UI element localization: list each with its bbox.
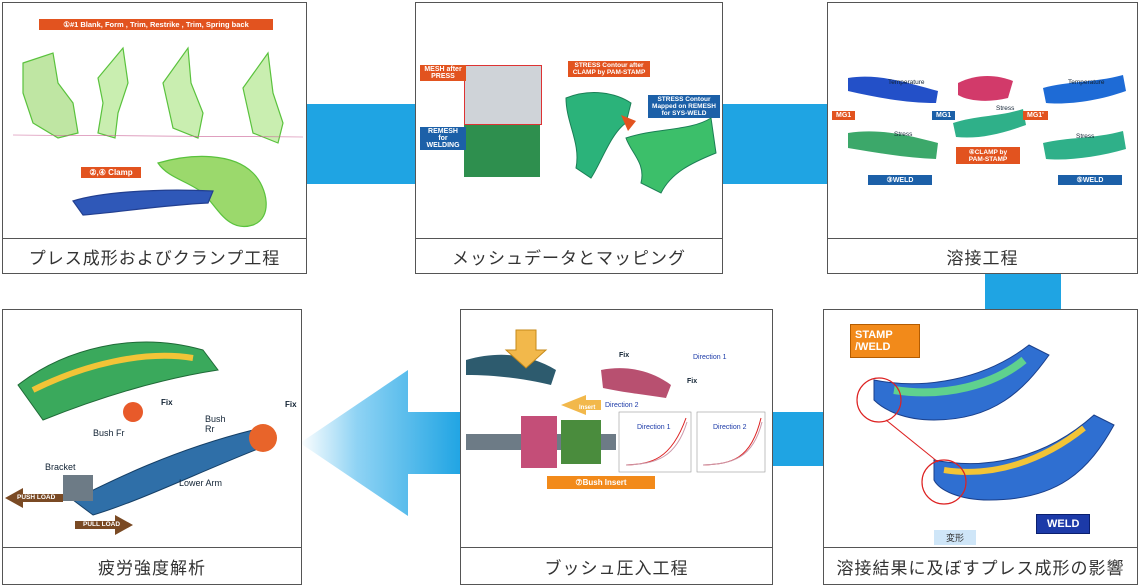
weld-tag: WELD: [1036, 514, 1091, 534]
connector-weld-effect: [985, 272, 1061, 310]
panel-mesh: MESH after PRESS REMESH for WELDING STRE…: [415, 2, 723, 274]
weld-mg1c-tag: MG1': [1023, 111, 1048, 120]
direction-chart-2: [696, 411, 766, 473]
panel-caption: プレス成形およびクランプ工程: [3, 238, 306, 273]
connector-press-mesh: [307, 104, 419, 184]
panel-press: ①#1 Blank, Form , Trim, Restrike , Trim,…: [2, 2, 307, 274]
chart-title-direction-2: Direction 2: [713, 424, 747, 431]
weld-5-tag: ⑤WELD: [1058, 175, 1122, 185]
bush-parts: [466, 329, 766, 473]
bush-direction-2: Direction 2: [605, 402, 639, 409]
connector-mesh-weld: [720, 104, 830, 184]
weld-mg1-tag: MG1: [832, 111, 856, 120]
fatigue-fix-1: Fix: [161, 398, 173, 407]
weld-stress-3: Stress: [1076, 133, 1095, 140]
panel-caption: 疲労強度解析: [3, 547, 301, 584]
fatigue-fix-2: Fix: [285, 400, 297, 409]
weld-3-tag: ③WELD: [868, 175, 932, 185]
mesh-after-press-image: [464, 65, 542, 125]
direction-chart-1: [618, 411, 692, 473]
panel-caption: メッシュデータとマッピング: [416, 238, 722, 273]
bush-fr-label: Bush Fr: [93, 428, 125, 438]
stress-mapped-tag: STRESS Contour Mapped on REMESH for SYS-…: [648, 95, 720, 118]
stress-contour-tag: STRESS Contour after CLAMP by PAM-STAMP: [568, 61, 650, 77]
bush-rr-label: Bush Rr: [205, 414, 226, 434]
panel-weld: Temperature Temperature Stress Stress St…: [827, 2, 1138, 274]
arrow-left-icon: [300, 370, 462, 516]
bracket-label: Bracket: [45, 462, 76, 472]
weld-temperature-1: Temperature: [888, 79, 925, 86]
stamp-weld-tag: STAMP /WELD: [850, 324, 920, 358]
weld-stress-1: Stress: [894, 131, 913, 138]
weld-mg1b-tag: MG1: [932, 111, 956, 120]
deform-label: 変形: [934, 530, 977, 545]
panel-caption: ブッシュ圧入工程: [461, 547, 772, 584]
weld-parts: [848, 75, 1126, 160]
press-forming-stages: [12, 46, 304, 228]
panel-fatigue: Fix Fix Bush Fr Bush Rr Bracket Lower Ar…: [2, 309, 302, 585]
remesh-tag: REMESH for WELDING: [420, 127, 466, 150]
lower-arm-label: Lower Arm: [179, 478, 223, 488]
mesh-after-press-tag: MESH after PRESS: [420, 65, 466, 81]
bush-direction-1: Direction 1: [693, 354, 727, 361]
clamp-4-tag: ④CLAMP by PAM-STAMP: [956, 147, 1020, 164]
weld-temperature-2: Temperature: [1068, 79, 1105, 86]
panel-bush: Fix Fix Direction 1 Direction 2 Insert D…: [460, 309, 773, 585]
bush-fix-2: Fix: [687, 378, 698, 385]
chart-title-direction-1: Direction 1: [637, 424, 671, 431]
panel-caption: 溶接結果に及ぼすプレス成形の影響: [824, 547, 1137, 584]
pull-load-label: PULL LOAD: [83, 521, 121, 528]
press-banner: ①#1 Blank, Form , Trim, Restrike , Trim,…: [39, 19, 273, 30]
push-load-label: PUSH LOAD: [17, 494, 56, 501]
bush-fix-1: Fix: [619, 352, 630, 359]
press-clamp-tag: ②,④ Clamp: [81, 167, 141, 178]
bush-insert-arrow-label: Insert: [579, 405, 596, 411]
effect-parts: [856, 344, 1115, 505]
mesh-stress-parts: [565, 92, 717, 194]
bush-insert-tag: ⑦Bush Insert: [547, 476, 655, 489]
fatigue-parts: [5, 341, 277, 535]
panel-effect: STAMP /WELD WELD 変形 溶接結果に及ぼすプレス成形の影響: [823, 309, 1138, 585]
weld-stress-2: Stress: [996, 105, 1015, 112]
panel-caption: 溶接工程: [828, 238, 1137, 273]
